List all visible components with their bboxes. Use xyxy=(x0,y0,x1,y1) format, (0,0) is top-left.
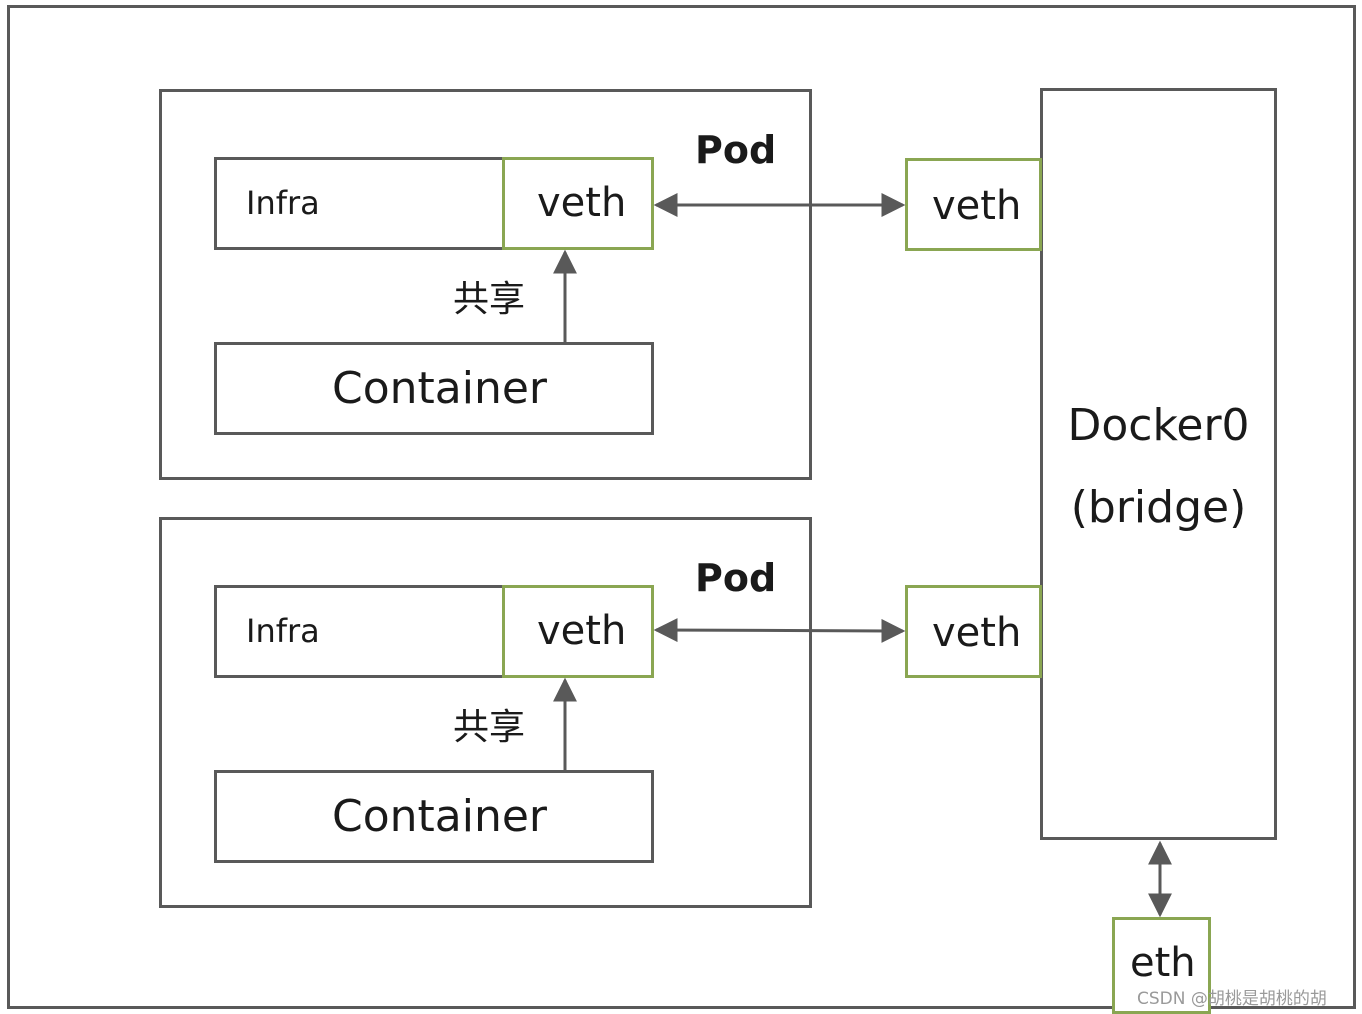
pod-veth-box-1 xyxy=(502,157,654,250)
eth-label: eth xyxy=(1130,940,1196,986)
docker-bridge-box xyxy=(1040,88,1277,840)
pod-title-1: Pod xyxy=(695,128,777,172)
bridge-veth-label-2: veth xyxy=(932,610,1022,656)
container-box-2 xyxy=(214,770,654,863)
container-box-1 xyxy=(214,342,654,435)
infra-label-1: Infra xyxy=(246,184,320,222)
bridge-veth-box-1 xyxy=(905,158,1042,251)
pod-veth-label-1: veth xyxy=(537,180,627,226)
eth-box xyxy=(1112,917,1211,1014)
bridge-veth-label-1: veth xyxy=(932,183,1022,229)
pod-box-2 xyxy=(159,517,812,908)
pod-box-1 xyxy=(159,89,812,480)
infra-box-1 xyxy=(214,157,506,250)
pod-title-2: Pod xyxy=(695,556,777,600)
pod-veth-label-2: veth xyxy=(537,608,627,654)
pod-veth-box-2 xyxy=(502,585,654,678)
container-label-2: Container xyxy=(332,791,548,842)
docker-bridge-name: Docker0 xyxy=(1067,400,1250,451)
docker-bridge-type: (bridge) xyxy=(1070,482,1247,533)
container-label-1: Container xyxy=(332,363,548,414)
infra-label-2: Infra xyxy=(246,612,320,650)
arrow-pod2-bridge xyxy=(653,618,906,643)
diagram-frame xyxy=(7,5,1356,1009)
infra-box-2 xyxy=(214,585,506,678)
share-label-2: 共享 xyxy=(453,707,526,748)
bridge-veth-box-2 xyxy=(905,585,1042,678)
watermark: CSDN @胡桃是胡桃的胡 xyxy=(1137,989,1327,1009)
share-label-1: 共享 xyxy=(453,279,526,320)
